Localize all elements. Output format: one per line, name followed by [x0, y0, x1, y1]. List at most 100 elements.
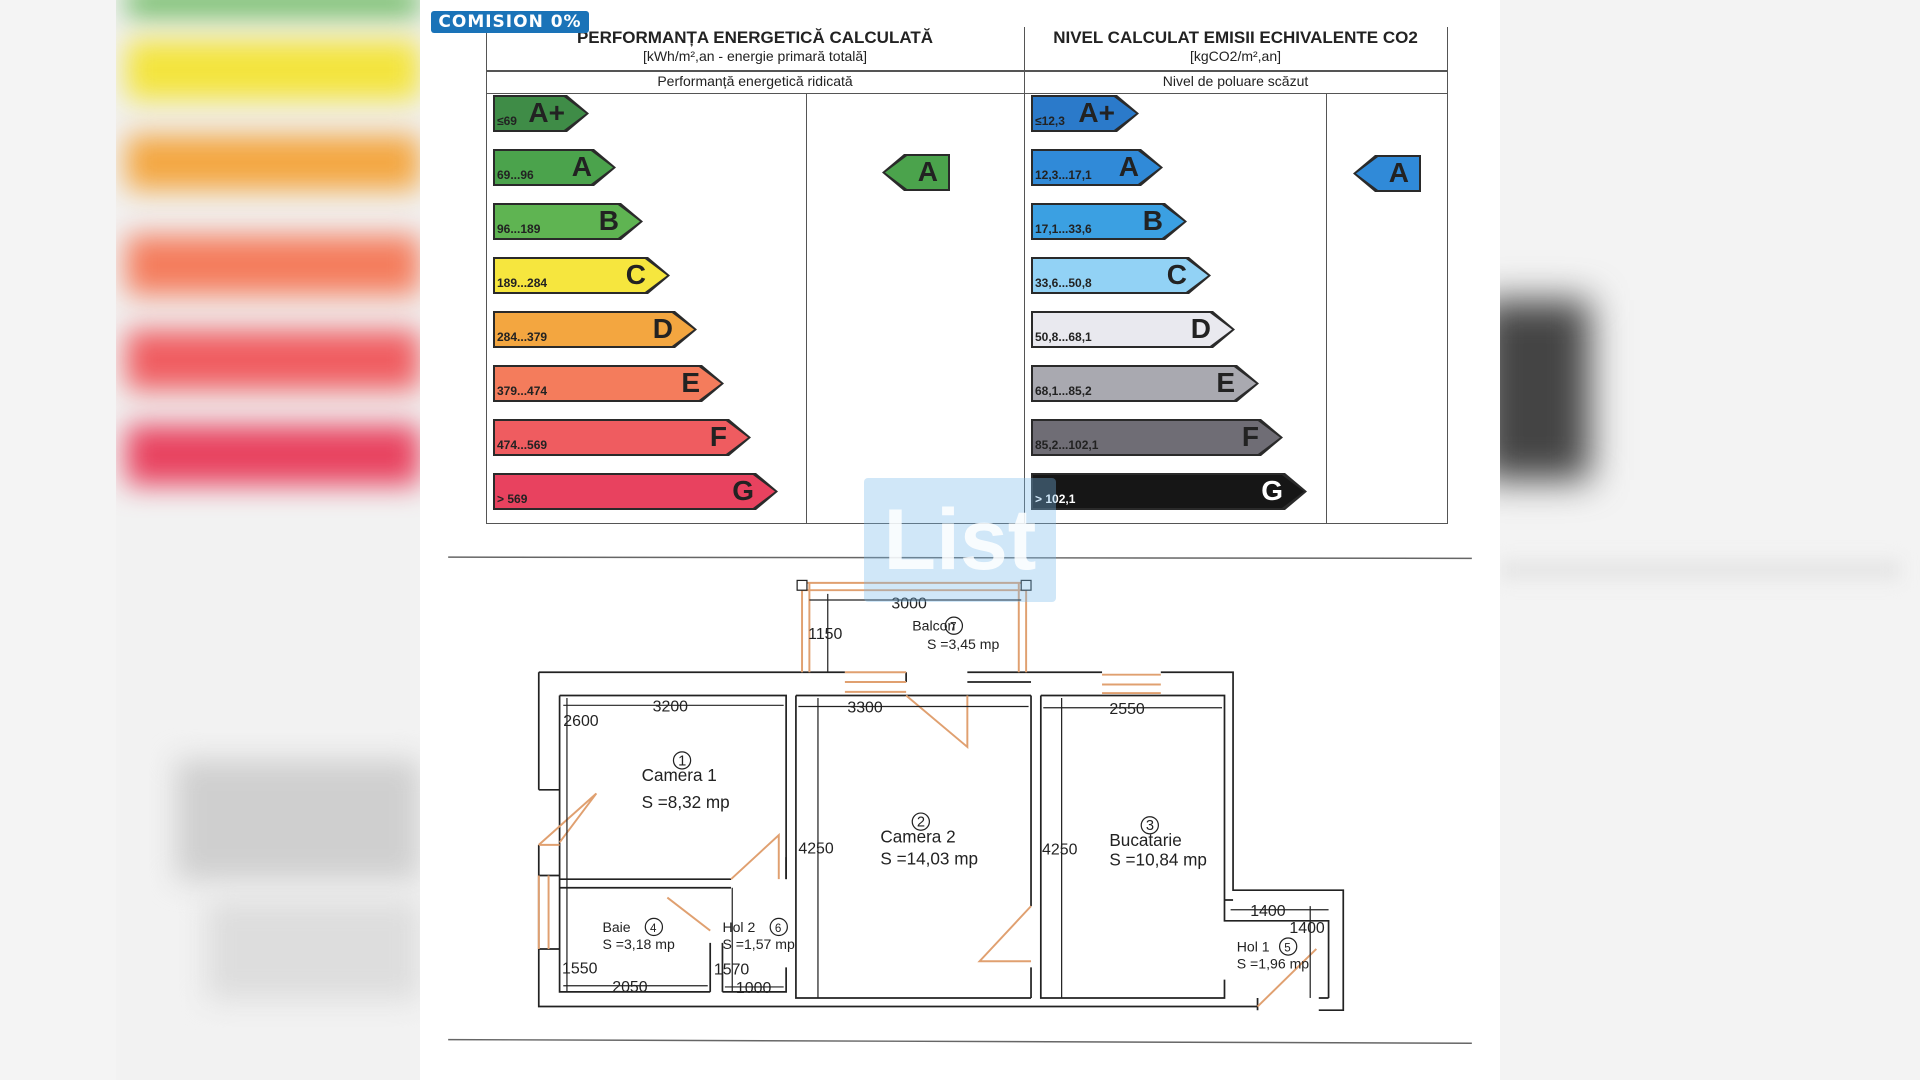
blurred-background-left [116, 0, 420, 1080]
class-letter: F [1241, 421, 1259, 452]
dim-camera1-depth: 2600 [563, 713, 599, 730]
windows-and-doors [537, 581, 1318, 1008]
class-letter: G [732, 475, 754, 506]
dim-bucatarie-width: 2550 [1109, 701, 1145, 718]
class-letter: C [625, 259, 646, 290]
room-hol1: Hol 1 5 S =1,96 mp [1237, 937, 1310, 972]
co2-subtitle: Nivel de poluare scăzut [1162, 73, 1309, 89]
room-number: 6 [775, 922, 781, 935]
room-name: Hol 2 [722, 919, 755, 935]
class-letter: B [1142, 205, 1163, 236]
room-number-circle [1278, 937, 1298, 956]
room-area: S =8,32 mp [642, 792, 730, 812]
class-range: 474...569 [497, 438, 548, 452]
class-range: 33,6...50,8 [1035, 276, 1092, 290]
balcony-post [796, 579, 808, 591]
energy-class-bar: 96...189 B [493, 203, 643, 240]
dim-hol2-depth: 1570 [714, 962, 750, 979]
class-letter: F [709, 421, 727, 452]
class-range: > 569 [497, 492, 528, 506]
commission-badge: COMISION 0% [431, 11, 589, 33]
room-number: 2 [917, 815, 925, 831]
class-letter: D [652, 313, 673, 344]
room-area: S =10,84 mp [1109, 850, 1207, 870]
room-area: S =1,57 mp [722, 936, 795, 952]
dim-baie-width: 2050 [612, 979, 648, 996]
energy-header: PERFORMANȚA ENERGETICĂ CALCULATĂ [kWh/m²… [486, 28, 1024, 64]
class-range: 12,3...17,1 [1035, 168, 1092, 182]
class-letter: A [1118, 151, 1139, 182]
energy-class-bar: > 569 G [493, 473, 778, 510]
room-number-circle [911, 812, 930, 831]
room-number: 7 [950, 621, 956, 634]
energy-class-bar: 379...474 E [493, 365, 724, 402]
dim-hol2-width: 1000 [736, 980, 772, 997]
co2-title: NIVEL CALCULAT EMISII ECHIVALENTE CO2 [1053, 28, 1418, 47]
co2-class-bar: 85,2...102,1 F [1031, 419, 1283, 456]
room-number: 4 [650, 922, 657, 935]
energy-unit: [kWh/m²,an - energie primară totală] [642, 48, 868, 64]
class-letter: B [598, 205, 619, 236]
room-area: S =3,18 mp [602, 936, 675, 952]
energy-subtitle: Performanță energetică ridicată [657, 73, 853, 89]
room-name: Balcon [912, 618, 955, 634]
class-letter: A+ [1078, 97, 1115, 128]
dim-balcony-depth: 1150 [808, 626, 842, 643]
room-area: S =3,45 mp [927, 636, 1000, 652]
class-range: 96...189 [497, 222, 541, 236]
room-area: S =14,03 mp [880, 848, 978, 868]
energy-rating-indicator: A [882, 154, 950, 191]
room-name: Camera 2 [880, 826, 955, 846]
dim-camera2-width: 3300 [847, 700, 883, 717]
room-number-circle [944, 616, 964, 635]
room-area: S =1,96 mp [1237, 956, 1310, 972]
class-range: ≤12,3 [1035, 114, 1065, 128]
class-range: 284...379 [497, 330, 548, 344]
walls [537, 671, 1345, 1012]
energy-rating: A [917, 156, 938, 187]
class-letter: E [681, 367, 700, 398]
room-number: 5 [1284, 941, 1290, 954]
room-name: Hol 1 [1237, 938, 1270, 954]
co2-class-bar: 12,3...17,1 A [1031, 149, 1163, 186]
class-letter: A+ [528, 97, 565, 128]
dim-camera2-depth: 4250 [798, 840, 834, 857]
dim-balcony-width: 3000 [891, 596, 927, 613]
divider-line [448, 1038, 1472, 1044]
room-number: 1 [678, 753, 686, 769]
room-hol2: Hol 2 6S =1,57 mp [722, 917, 795, 952]
dim-bucatarie-depth: 4250 [1042, 842, 1078, 859]
dim-baie-depth: 1550 [562, 960, 598, 977]
list-watermark-logo: List [864, 478, 1056, 602]
co2-rating-indicator: A [1353, 155, 1421, 192]
class-letter: G [1261, 475, 1283, 506]
class-range: ≤69 [497, 114, 517, 128]
room-camera2: Camera 22 S =14,03 mp [880, 812, 978, 868]
room-name: Camera 1 [642, 765, 717, 785]
blurred-background-right [1500, 0, 1920, 1080]
energy-class-bar: ≤69 A+ [493, 95, 589, 132]
room-number-circle [672, 751, 692, 770]
dimension-lines [563, 593, 1329, 998]
room-name: Baie [602, 919, 630, 935]
class-range: 379...474 [497, 384, 548, 398]
energy-class-bar: 284...379 D [493, 311, 697, 348]
energy-class-bar: 474...569 F [493, 419, 751, 456]
class-letter: D [1190, 313, 1211, 344]
co2-class-bar: ≤12,3 A+ [1031, 95, 1139, 132]
dim-camera1-width: 3200 [653, 698, 689, 715]
balcony-post [1020, 579, 1032, 591]
room-number-circle [644, 917, 664, 937]
dim-hol1-width: 1400 [1250, 903, 1286, 920]
divider-line [448, 556, 1472, 560]
class-range: 85,2...102,1 [1035, 438, 1099, 452]
